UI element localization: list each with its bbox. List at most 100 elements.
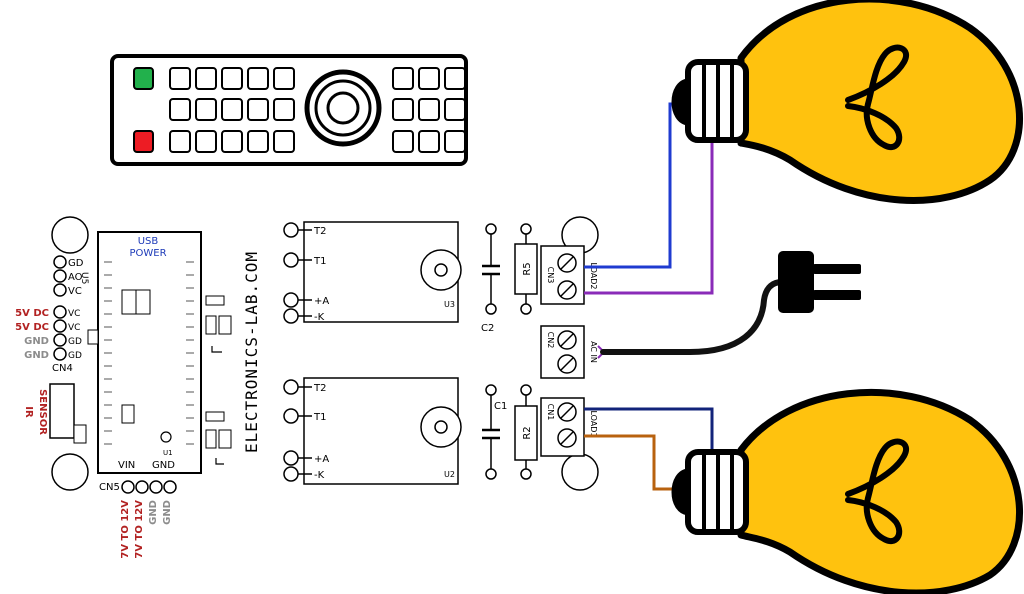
smd-part (205, 429, 217, 449)
remote-keypad (169, 67, 466, 153)
cn5-label: CN5 (99, 482, 120, 493)
capacitor-label: C1 (494, 401, 507, 412)
cn5-pin-label: 7V TO 12V (134, 500, 145, 559)
sensor-label: SENSOR (37, 389, 48, 435)
remote-key (392, 130, 414, 153)
remote-key (221, 130, 243, 153)
brand-text: ELECTRONICS-LAB.COM (242, 251, 261, 453)
smd-part (87, 329, 99, 345)
resistor-r2: R2 (514, 384, 538, 480)
cn4-pin-label: VC (68, 323, 80, 333)
ac-in-label: AC IN (589, 341, 598, 363)
wire-load2-blue (584, 102, 690, 269)
load1-label: LOAD1 (589, 410, 598, 437)
cn4-pin-label: GD (68, 351, 82, 361)
power-pin-label: GND (24, 336, 49, 347)
remote-key (444, 98, 466, 121)
smd-part (218, 429, 232, 449)
remote-key (195, 130, 217, 153)
u5-header: GD AO VC U5 (53, 255, 89, 297)
module-part (121, 289, 137, 315)
wire-load2-purple (584, 140, 714, 295)
remote-key (273, 67, 295, 90)
ir-label: IR (23, 406, 34, 418)
resistor-r5: R5 (514, 223, 538, 315)
cn5-pin-label: GND (162, 500, 173, 525)
usb-label: USB (138, 236, 159, 247)
vin-label: VIN (118, 460, 135, 471)
terminal-label: CN1 (546, 404, 555, 421)
u5-pin-label: GD (68, 258, 84, 269)
cn5-header: VIN GND CN5 7V TO 12V 7V TO 12V GND GND (99, 460, 177, 559)
smd-part (205, 315, 217, 335)
terminal-cn3: CN3 LOAD2 (540, 245, 598, 305)
remote-key (169, 67, 191, 90)
smd-part (205, 411, 225, 422)
module-part (121, 404, 135, 424)
remote-green-button (133, 67, 154, 90)
relay-pin-label: T2 (313, 226, 326, 237)
mount-hole (51, 453, 89, 491)
power-cord (600, 279, 785, 355)
controller-board: USB POWER U1 GD AO VC U5 VC VC GD GD (15, 216, 599, 559)
wire-load1-navy (584, 407, 714, 452)
remote-key (418, 67, 440, 90)
relay-pin-label: -K (314, 470, 325, 481)
cn5-pin-label: GND (148, 500, 159, 525)
remote-key (247, 130, 269, 153)
terminal-cn2: CN2 AC IN (540, 325, 598, 379)
u5-label: U5 (79, 272, 89, 284)
remote-key (221, 67, 243, 90)
load2-label: LOAD2 (589, 262, 598, 289)
remote-key (273, 98, 295, 121)
remote-key (195, 98, 217, 121)
remote-key (392, 67, 414, 90)
remote-control (110, 54, 468, 166)
gnd-label: GND (152, 460, 175, 471)
cn4-label: CN4 (52, 363, 73, 374)
relay-name: U3 (444, 300, 455, 309)
power-label: POWER (129, 248, 166, 259)
terminal-label: CN3 (546, 267, 555, 284)
remote-key (247, 67, 269, 90)
relay-pin-label: +A (314, 296, 329, 307)
relay-pin-label: +A (314, 454, 329, 465)
capacitor-c1: C1 (482, 384, 507, 480)
smd-part (205, 295, 225, 306)
relay-u3: T2 T1 +A -K U3 (283, 221, 462, 324)
relay-name: U2 (444, 470, 455, 479)
remote-dpad (304, 69, 382, 147)
microcontroller-module (97, 231, 202, 474)
capacitor-label: C2 (481, 323, 494, 334)
terminal-label: CN2 (546, 332, 555, 349)
smd-part (218, 315, 232, 335)
relay-pin-label: -K (314, 312, 325, 323)
u5-pin-label: VC (68, 286, 82, 297)
remote-key (444, 130, 466, 153)
relay-u2: T2 T1 +A -K U2 (283, 377, 462, 485)
u1-label: U1 (163, 449, 173, 457)
remote-key (418, 98, 440, 121)
light-bulb-bottom (671, 388, 1023, 594)
mount-hole (561, 453, 599, 491)
remote-key (169, 98, 191, 121)
remote-key (195, 67, 217, 90)
remote-key (221, 98, 243, 121)
remote-key (247, 98, 269, 121)
resistor-label: R2 (522, 426, 533, 439)
remote-key (273, 130, 295, 153)
resistor-label: R5 (522, 262, 533, 275)
u5-pin-label: AO (68, 272, 83, 283)
remote-key (418, 130, 440, 153)
cn5-pin-label: 7V TO 12V (120, 500, 131, 559)
cn4-header: VC VC GD GD CN4 5V DC 5V DC GND GND (15, 305, 82, 374)
light-bulb-top (671, 0, 1023, 204)
relay-pin-label: T2 (313, 383, 326, 394)
capacitor-c2: C2 (481, 223, 500, 334)
cn4-pin-label: GD (68, 337, 82, 347)
cn4-pin-label: VC (68, 309, 80, 319)
remote-red-button (133, 130, 154, 153)
power-pin-label: GND (24, 350, 49, 361)
module-pin-marks (104, 261, 194, 445)
